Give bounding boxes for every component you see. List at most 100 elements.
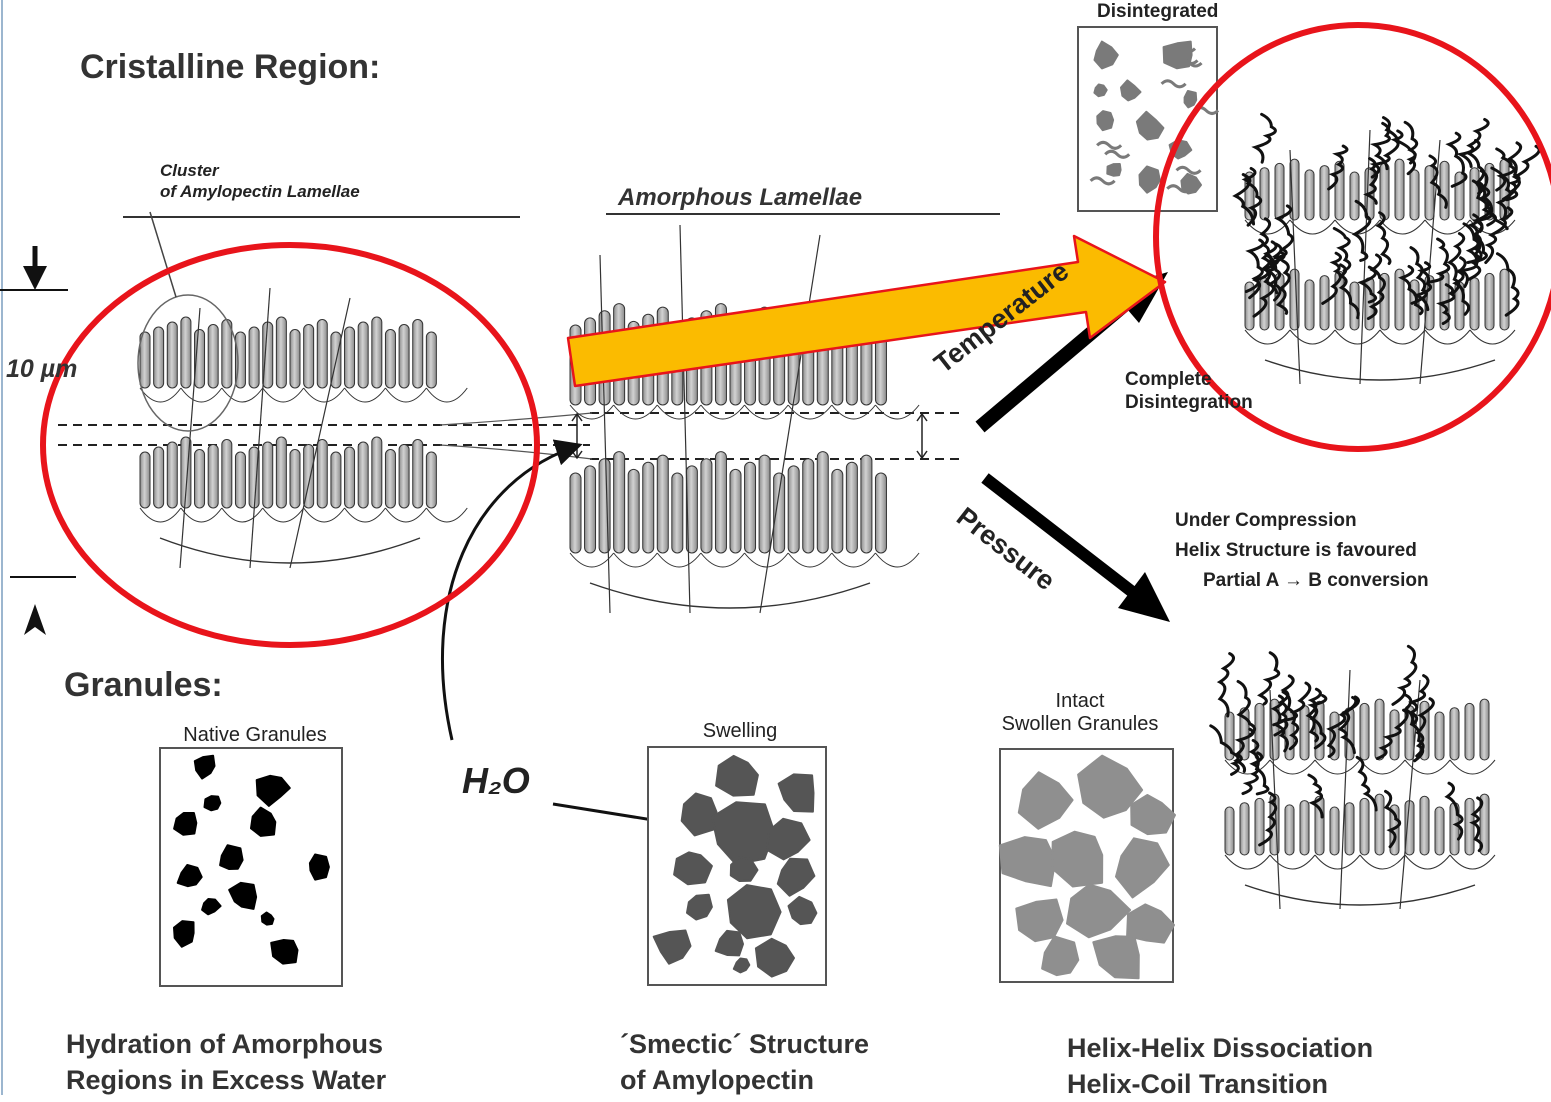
lamella bbox=[643, 462, 654, 553]
lamella bbox=[140, 452, 150, 508]
lamella bbox=[1375, 699, 1384, 760]
lamella bbox=[1360, 798, 1369, 855]
branch-arc bbox=[181, 388, 222, 402]
disintegrated-label: Disintegrated bbox=[1097, 0, 1218, 23]
lamella bbox=[1240, 803, 1249, 855]
branch-arc bbox=[1425, 330, 1470, 344]
branch-arc bbox=[1290, 220, 1335, 234]
caption-smectic: ´Smectic´ Structure of Amylopectin bbox=[620, 1026, 869, 1098]
lamella bbox=[181, 317, 191, 388]
lamella bbox=[1255, 703, 1264, 760]
lamella bbox=[290, 450, 300, 509]
lamella bbox=[1330, 807, 1339, 855]
lamella bbox=[1350, 172, 1359, 220]
lamella bbox=[426, 332, 436, 388]
lamella bbox=[875, 473, 886, 553]
lamella bbox=[1285, 805, 1294, 855]
lamella bbox=[249, 327, 259, 388]
branch-arc bbox=[1360, 855, 1405, 869]
coil bbox=[1393, 646, 1416, 704]
branch-arc bbox=[1225, 855, 1270, 869]
branch-arc bbox=[263, 508, 304, 522]
lamella bbox=[385, 450, 395, 509]
lamella bbox=[1465, 798, 1474, 855]
amorphous-lamellae-label: Amorphous Lamellae bbox=[618, 184, 862, 212]
branch-arc bbox=[222, 508, 263, 522]
coil bbox=[1461, 119, 1489, 166]
lamella bbox=[1395, 159, 1404, 220]
native-granule bbox=[205, 796, 221, 810]
lamella bbox=[1410, 170, 1419, 220]
branch-arc bbox=[304, 508, 345, 522]
lamella bbox=[358, 322, 368, 388]
lamella bbox=[317, 440, 327, 509]
branch-arc bbox=[140, 508, 181, 522]
lamella bbox=[1255, 798, 1264, 855]
branch-arc bbox=[1450, 855, 1495, 869]
intact-swollen-label: Intact Swollen Granules bbox=[960, 690, 1200, 736]
lamella bbox=[263, 322, 273, 388]
lamella bbox=[317, 320, 327, 389]
native-granules-label: Native Granules bbox=[150, 724, 360, 747]
lamella bbox=[304, 325, 314, 389]
branch-arc bbox=[701, 553, 745, 567]
backbone-line bbox=[1340, 670, 1350, 909]
scale-bar bbox=[0, 246, 76, 635]
branch-arc bbox=[745, 553, 789, 567]
lamella bbox=[730, 469, 741, 553]
lamella bbox=[1305, 170, 1314, 220]
branch-arc bbox=[304, 388, 345, 402]
caption-hydration: Hydration of Amorphous Regions in Excess… bbox=[66, 1026, 386, 1098]
branch-arc bbox=[1425, 220, 1470, 234]
branch-arc bbox=[1405, 855, 1450, 869]
branch-arc bbox=[263, 388, 304, 402]
lamella bbox=[195, 450, 205, 509]
lamella bbox=[1225, 807, 1234, 855]
lamella bbox=[140, 332, 150, 388]
branch-arc bbox=[1315, 855, 1360, 869]
lamella bbox=[1275, 163, 1284, 220]
lamella bbox=[1480, 699, 1489, 760]
granules-title: Granules: bbox=[64, 666, 223, 705]
branch-arc bbox=[222, 388, 263, 402]
bowl-curve bbox=[160, 538, 420, 563]
branch-arc bbox=[345, 508, 386, 522]
lamella bbox=[1450, 708, 1459, 760]
lamella bbox=[614, 452, 625, 553]
lamella bbox=[222, 440, 232, 509]
branch-arc bbox=[1335, 330, 1380, 344]
lamella bbox=[208, 445, 218, 509]
branch-arc bbox=[657, 553, 701, 567]
lamella bbox=[154, 447, 164, 508]
branch-arc bbox=[345, 388, 386, 402]
branch-arc bbox=[1245, 330, 1290, 344]
branch-arc bbox=[385, 508, 426, 522]
lamella bbox=[385, 330, 395, 389]
lamella bbox=[413, 440, 423, 509]
lamella bbox=[1380, 163, 1389, 220]
disintegrated-piece bbox=[1094, 85, 1106, 97]
disintegrated-piece bbox=[1185, 91, 1197, 107]
lamella bbox=[372, 317, 382, 388]
swelling-label: Swelling bbox=[640, 720, 840, 743]
branch-arc bbox=[1270, 760, 1315, 774]
backbone-line bbox=[600, 255, 610, 613]
cluster-label: Cluster of Amylopectin Lamellae bbox=[160, 160, 360, 202]
disintegrated-cluster bbox=[1235, 114, 1539, 384]
lamella bbox=[345, 447, 355, 508]
lamella bbox=[832, 469, 843, 553]
lamella bbox=[263, 442, 273, 508]
compression-label: Under Compression Helix Structure is fav… bbox=[1175, 506, 1429, 596]
lamella bbox=[1435, 712, 1444, 760]
lamella bbox=[803, 459, 814, 553]
lamella bbox=[208, 325, 218, 389]
lamella bbox=[413, 320, 423, 389]
spacing-indicators bbox=[572, 414, 927, 458]
lamella bbox=[1485, 273, 1494, 330]
branch-arc bbox=[426, 388, 467, 402]
branch-arc bbox=[657, 405, 701, 419]
lamella bbox=[1305, 280, 1314, 330]
lamella bbox=[759, 455, 770, 553]
complete-disintegration-label: Complete Disintegration bbox=[1125, 368, 1253, 414]
lamella bbox=[399, 325, 409, 389]
